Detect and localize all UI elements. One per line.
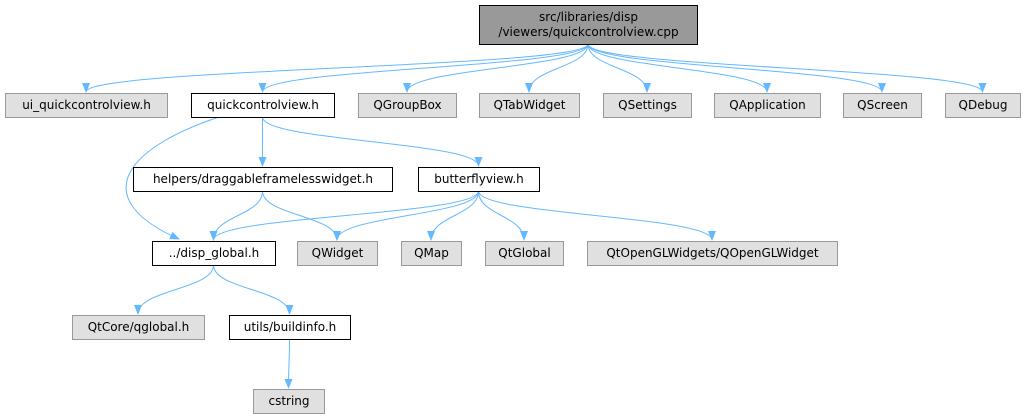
- edge-root-to-QDebug: [587, 43, 987, 93]
- node-QMap[interactable]: QMap: [401, 241, 462, 266]
- edge-root-to-QScreen: [587, 43, 886, 93]
- edge-root-to-QSettings: [587, 43, 651, 93]
- edge-root-to-quickcontrolview_h: [258, 43, 589, 93]
- edge-root-to-QGroupBox: [403, 43, 589, 93]
- node-box: [945, 93, 1021, 118]
- edge-butterflyview_h-to-QtGlobal: [478, 190, 528, 241]
- node-butterflyview_h[interactable]: butterflyview.h: [418, 167, 540, 192]
- edge-butterflyview_h-to-QWidget: [333, 190, 479, 241]
- node-buildinfo_h[interactable]: utils/buildinfo.h: [229, 315, 351, 340]
- node-label: quickcontrolview.h: [207, 98, 319, 112]
- node-label: QWidget: [312, 246, 364, 260]
- node-QSettings[interactable]: QSettings: [603, 93, 692, 118]
- node-box: [401, 241, 462, 266]
- edge-quickcontrolview_h-to-butterflyview_h: [262, 116, 483, 167]
- node-disp_global_h[interactable]: ../disp_global.h: [152, 241, 276, 266]
- edge-butterflyview_h-to-disp_global_h: [209, 190, 479, 241]
- node-box: [5, 93, 168, 118]
- node-box: [72, 315, 205, 340]
- node-qglobal_h[interactable]: QtCore/qglobal.h: [72, 315, 205, 340]
- node-QTabWidget[interactable]: QTabWidget: [479, 93, 580, 118]
- node-label: QDebug: [959, 98, 1008, 112]
- edge-disp_global_h-to-buildinfo_h: [213, 264, 294, 315]
- node-label: QApplication: [729, 98, 806, 112]
- node-ui_quickcontrolview_h[interactable]: ui_quickcontrolview.h: [5, 93, 168, 118]
- node-label: cstring: [268, 394, 309, 408]
- edge-disp_global_h-to-qglobal_h: [134, 264, 214, 315]
- node-QApplication[interactable]: QApplication: [714, 93, 821, 118]
- node-box: [479, 5, 698, 45]
- node-box: [714, 93, 821, 118]
- edge-root-to-QApplication: [587, 43, 771, 93]
- node-box: [133, 167, 393, 192]
- node-box: [229, 315, 351, 340]
- node-label: QTabWidget: [493, 98, 565, 112]
- edge-root-to-ui_quickcontrolview_h: [82, 43, 589, 93]
- node-box: [358, 93, 457, 118]
- edge-buildinfo_h-to-cstring: [284, 338, 293, 389]
- edge-butterflyview_h-to-QMap: [427, 190, 479, 241]
- node-label: QtOpenGLWidgets/QOpenGLWidget: [606, 246, 819, 260]
- node-label: QScreen: [857, 98, 908, 112]
- node-QOpenGLWidget[interactable]: QtOpenGLWidgets/QOpenGLWidget: [587, 241, 838, 266]
- node-box: [485, 241, 564, 266]
- node-box: [843, 93, 922, 118]
- node-label: QtCore/qglobal.h: [88, 320, 190, 334]
- node-label: QtGlobal: [498, 246, 550, 260]
- node-label: QSettings: [618, 98, 677, 112]
- node-label: /viewers/quickcontrolview.cpp: [498, 25, 678, 39]
- node-cstring[interactable]: cstring: [253, 389, 325, 414]
- node-QScreen[interactable]: QScreen: [843, 93, 922, 118]
- node-quickcontrolview_h[interactable]: quickcontrolview.h: [191, 93, 335, 118]
- edge-quickcontrolview_h-to-disp_global_h: [125, 116, 220, 240]
- edge-helpers_draggable-to-QWidget: [262, 190, 341, 241]
- edge-butterflyview_h-to-QOpenGLWidget: [478, 190, 716, 241]
- node-box: [603, 93, 692, 118]
- edges-layer: [82, 43, 987, 389]
- node-box: [587, 241, 838, 266]
- edge-root-to-QTabWidget: [525, 43, 589, 93]
- node-root[interactable]: src/libraries/disp/viewers/quickcontrolv…: [479, 5, 698, 45]
- node-label: src/libraries/disp: [539, 10, 638, 24]
- node-box: [253, 389, 325, 414]
- node-box: [152, 241, 276, 266]
- node-QtGlobal[interactable]: QtGlobal: [485, 241, 564, 266]
- node-box: [418, 167, 540, 192]
- node-QDebug[interactable]: QDebug: [945, 93, 1021, 118]
- node-label: ../disp_global.h: [169, 246, 260, 260]
- node-label: ui_quickcontrolview.h: [22, 98, 151, 112]
- node-label: utils/buildinfo.h: [244, 320, 337, 334]
- node-box: [479, 93, 580, 118]
- node-label: helpers/draggableframelesswidget.h: [153, 172, 373, 186]
- node-label: butterflyview.h: [434, 172, 524, 186]
- node-QWidget[interactable]: QWidget: [297, 241, 378, 266]
- edge-helpers_draggable-to-disp_global_h: [209, 190, 263, 241]
- node-QGroupBox[interactable]: QGroupBox: [358, 93, 457, 118]
- node-box: [297, 241, 378, 266]
- nodes-layer: src/libraries/disp/viewers/quickcontrolv…: [5, 5, 1021, 414]
- node-helpers_draggable[interactable]: helpers/draggableframelesswidget.h: [133, 167, 393, 192]
- node-label: QMap: [414, 246, 449, 260]
- node-box: [191, 93, 335, 118]
- node-label: QGroupBox: [373, 98, 441, 112]
